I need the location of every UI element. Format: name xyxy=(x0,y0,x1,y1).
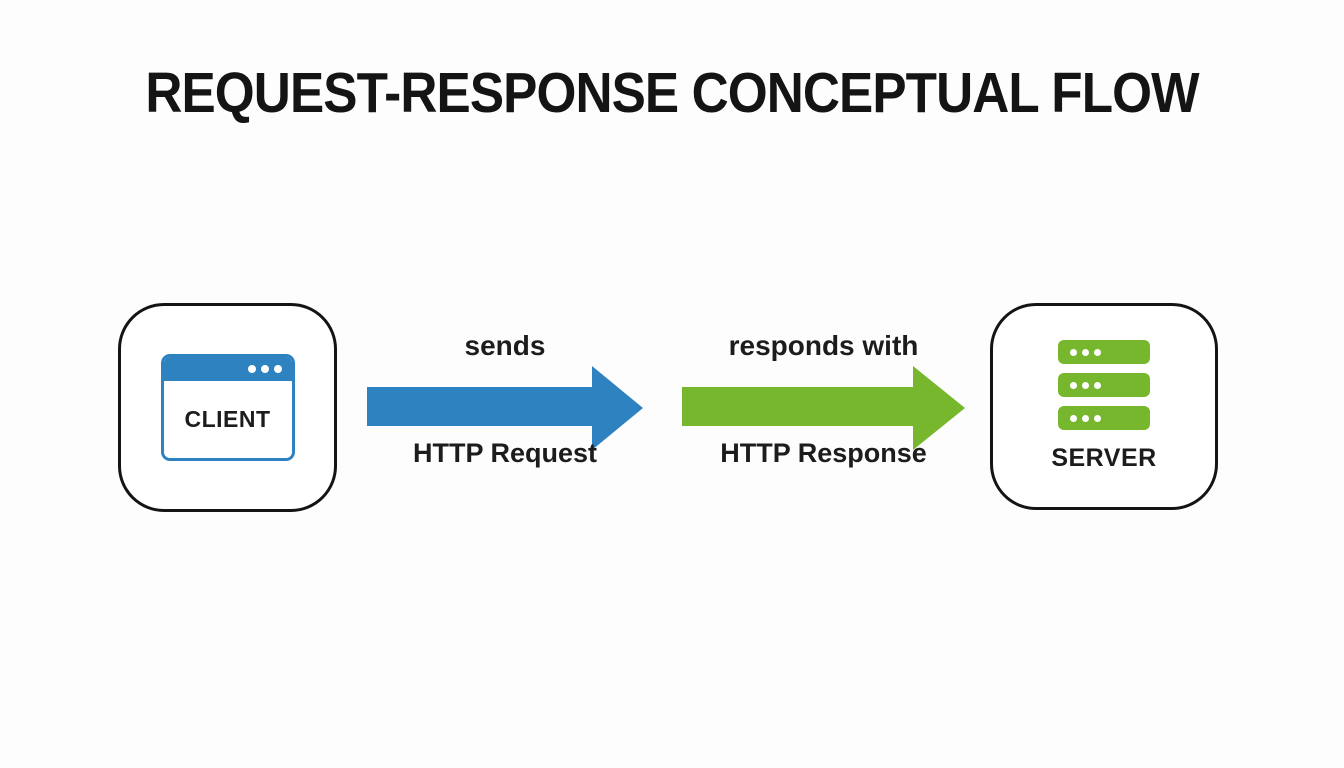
request-arrow-group: sends HTTP Request xyxy=(367,330,643,480)
dot-icon xyxy=(1082,414,1089,422)
dot-icon xyxy=(1094,381,1101,389)
request-message-label: HTTP Request xyxy=(412,438,598,468)
client-label: CLIENT xyxy=(184,406,271,432)
server-label: SERVER xyxy=(1051,444,1157,472)
browser-body: CLIENT xyxy=(164,381,292,458)
response-message-label: HTTP Response xyxy=(720,438,927,468)
window-dots-icon xyxy=(247,365,282,373)
request-action-label: sends xyxy=(464,330,546,361)
response-arrowhead-icon xyxy=(913,366,965,450)
dot-icon xyxy=(1070,414,1077,422)
response-action-label: responds with xyxy=(728,330,919,361)
dot-icon xyxy=(247,365,256,373)
browser-window-icon: CLIENT xyxy=(160,354,295,461)
dot-icon xyxy=(1070,381,1077,389)
server-rack-bar xyxy=(1058,340,1150,364)
dot-icon xyxy=(1082,348,1089,356)
client-node: CLIENT xyxy=(118,303,337,512)
dot-icon xyxy=(273,365,282,373)
dot-icon xyxy=(1082,381,1089,389)
server-stack-icon xyxy=(1058,340,1150,430)
server-node: SERVER xyxy=(990,303,1218,510)
dot-icon xyxy=(260,365,269,373)
dot-icon xyxy=(1070,348,1077,356)
page-title: REQUEST-RESPONSE CONCEPTUAL FLOW xyxy=(145,61,1199,125)
browser-titlebar xyxy=(163,357,292,381)
dot-icon xyxy=(1094,348,1101,356)
server-rack-bar xyxy=(1058,406,1150,430)
request-arrow-shaft xyxy=(367,387,592,426)
dot-icon xyxy=(1094,414,1101,422)
response-arrow-group: responds with HTTP Response xyxy=(682,330,965,480)
server-rack-bar xyxy=(1058,373,1150,397)
request-arrowhead-icon xyxy=(592,366,643,450)
response-arrow-shaft xyxy=(682,387,913,426)
